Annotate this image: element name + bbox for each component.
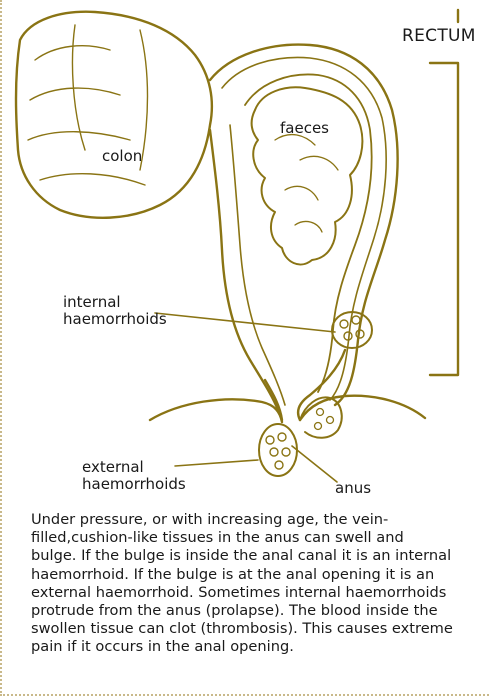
caption-line: filled,cushion-like tissues in the anus … xyxy=(31,529,469,547)
label-colon: colon xyxy=(102,148,142,165)
label-anus: anus xyxy=(335,480,371,497)
rectum-bracket xyxy=(430,10,458,375)
caption-text: Under pressure, or with increasing age, … xyxy=(31,511,469,657)
caption-line: pain if it occurs in the anal opening. xyxy=(31,638,469,656)
caption-line: Under pressure, or with increasing age, … xyxy=(31,511,469,529)
caption-line: protrude from the anus (prolapse). The b… xyxy=(31,602,469,620)
rectum-outer-wall-2 xyxy=(222,57,386,400)
label-internal-line-1: internal xyxy=(63,294,193,311)
buttock-left xyxy=(150,399,282,422)
rectum-left-wall-2 xyxy=(230,125,285,405)
label-internal-line-2: haemorrhoids xyxy=(63,311,193,328)
caption-line: haemorrhoid. If the bulge is at the anal… xyxy=(31,566,469,584)
faeces-mass xyxy=(252,87,363,264)
label-internal-haemorrhoids: internal haemorrhoids xyxy=(63,294,193,328)
caption-line: swollen tissue can clot (thrombosis). Th… xyxy=(31,620,469,638)
anatomy-illustration xyxy=(0,0,489,500)
label-faeces: faeces xyxy=(280,120,329,137)
caption-line: external haemorrhoid. Sometimes internal… xyxy=(31,584,469,602)
caption-line: bulge. If the bulge is inside the anal c… xyxy=(31,547,469,565)
label-external-line-1: external xyxy=(82,459,212,476)
faeces-detail xyxy=(275,135,338,232)
anus-leader-line xyxy=(292,446,337,482)
label-rectum: RECTUM xyxy=(402,28,476,45)
rectum-left-wall xyxy=(210,130,278,410)
label-external-line-2: haemorrhoids xyxy=(82,476,212,493)
label-external-haemorrhoids: external haemorrhoids xyxy=(82,459,212,493)
colon-outline xyxy=(16,12,212,218)
